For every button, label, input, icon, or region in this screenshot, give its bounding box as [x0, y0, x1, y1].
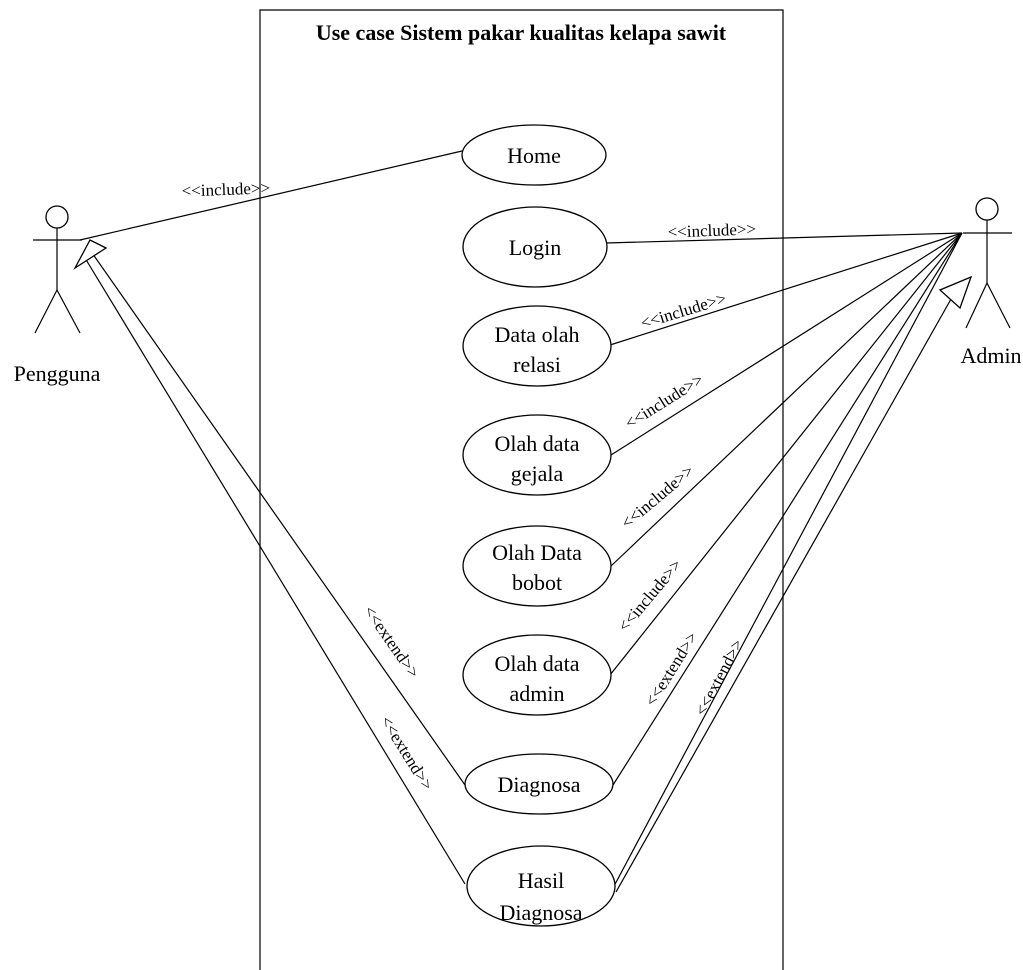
assoc-pengguna-hasil-diagnosa: [84, 257, 466, 885]
use-case-home: Home: [461, 124, 607, 186]
use-case-label: Diagnosa: [497, 772, 580, 797]
actor-pengguna: Pengguna: [14, 205, 101, 386]
use-case-olah-data-bobot: Olah Data bobot: [462, 525, 612, 607]
assoc-pengguna-home: [79, 150, 463, 241]
rel-label-pengguna-diagnosa: <<extend>>: [360, 602, 424, 681]
assoc-admin-hasil-diagnosa-2: [615, 291, 956, 893]
use-case-label: Login: [509, 235, 562, 260]
assoc-admin-data-olah-relasi: [609, 232, 963, 346]
assoc-admin-olah-data-bobot: [610, 232, 963, 567]
rel-label-admin-data-olah-relasi: <<include>>: [638, 289, 728, 333]
assoc-admin-diagnosa: [612, 232, 963, 786]
use-case-label: relasi: [513, 352, 561, 377]
rel-label-admin-diagnosa: <<extend>>: [641, 629, 701, 710]
actor-label-pengguna: Pengguna: [14, 361, 101, 386]
association-lines: [79, 150, 963, 893]
assoc-admin-login: [605, 232, 963, 244]
use-case-hasil-diagnosa: Hasil Diagnosa: [466, 845, 616, 927]
actor-label-admin: Admin: [960, 343, 1021, 368]
relationship-labels: <<include>> <<include>> <<include>> <<in…: [181, 178, 756, 793]
rel-label-admin-olah-data-admin: <<include>>: [614, 556, 685, 636]
generalization-arrowhead-admin: [938, 275, 973, 310]
use-case-label: Diagnosa: [499, 900, 582, 925]
use-case-label: Hasil: [518, 868, 564, 893]
use-case-data-olah-relasi: Data olah relasi: [462, 305, 612, 387]
assoc-admin-hasil-diagnosa: [612, 232, 963, 889]
actor-admin: Admin: [960, 197, 1022, 368]
use-case-label: admin: [510, 681, 565, 706]
use-case-label: Data olah: [495, 322, 580, 347]
use-case-login: Login: [462, 206, 608, 288]
system-boundary: Use case Sistem pakar kualitas kelapa sa…: [259, 9, 784, 970]
assoc-admin-olah-data-admin: [609, 232, 963, 676]
assoc-admin-olah-data-gejala: [610, 232, 963, 456]
use-case-diagnosa: Diagnosa: [464, 753, 614, 815]
use-case-label: gejala: [511, 461, 564, 486]
generalization-arrowhead-pengguna: [73, 239, 108, 270]
use-case-label: Olah data: [495, 431, 580, 456]
rel-label-admin-login: <<include>>: [667, 219, 756, 241]
system-title: Use case Sistem pakar kualitas kelapa sa…: [316, 20, 727, 45]
use-case-olah-data-admin: Olah data admin: [462, 634, 612, 716]
rel-label-admin-olah-data-gejala: <<include>>: [622, 370, 707, 433]
use-case-label: bobot: [512, 570, 562, 595]
use-case-label: Home: [507, 143, 561, 168]
use-case-label: Olah Data: [492, 540, 582, 565]
use-case-olah-data-gejala: Olah data gejala: [462, 414, 612, 496]
rel-label-pengguna-home: <<include>>: [181, 178, 270, 200]
assoc-pengguna-diagnosa: [89, 249, 466, 786]
use-case-label: Olah data: [495, 651, 580, 676]
